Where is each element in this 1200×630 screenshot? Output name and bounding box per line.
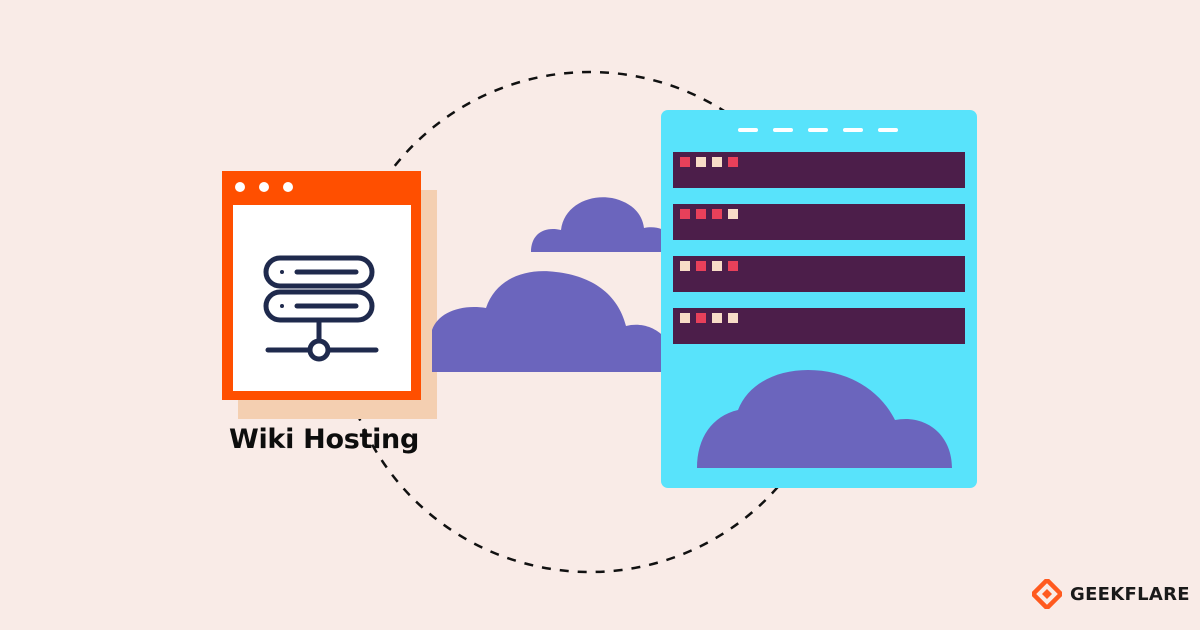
geekflare-logo-icon [1032,579,1062,609]
server-slot [673,152,965,188]
server-rack-illustration [661,110,977,488]
cloud-icon [697,370,952,468]
brand-name: GEEKFLARE [1070,583,1190,605]
clouds [432,197,677,372]
cloud-icon [432,271,677,372]
brand-logo[interactable]: GEEKFLARE [1032,578,1190,610]
server-network-icon [263,255,379,362]
browser-window-illustration [222,171,437,419]
browser-window-content [233,205,411,391]
page-title: Wiki Hosting [229,424,419,455]
server-slot [673,308,965,344]
cloud-icon [531,197,677,252]
server-slot [673,256,965,292]
browser-window-dots [235,182,293,192]
server-slot [673,204,965,240]
